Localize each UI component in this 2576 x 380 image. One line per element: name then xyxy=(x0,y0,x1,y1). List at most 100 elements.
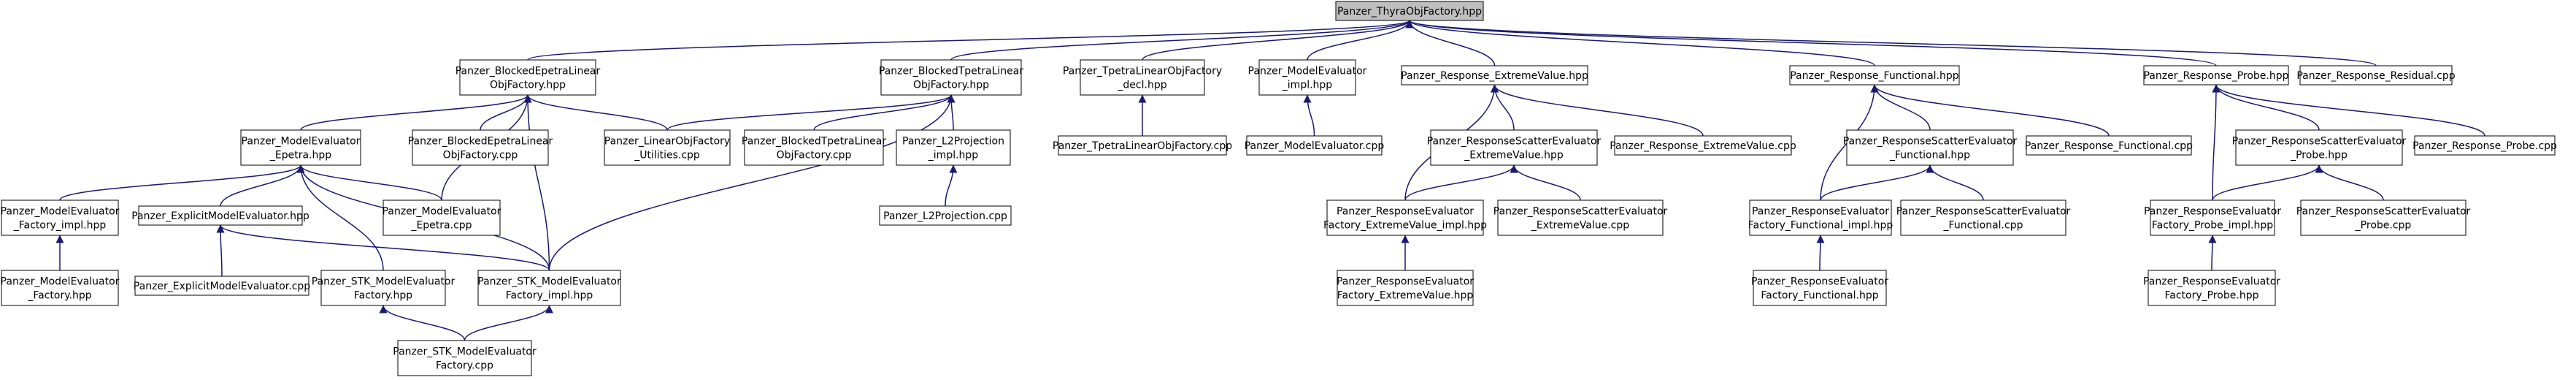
node-panzer-responsescatterevaluator-extremevalue-hpp[interactable]: Panzer_ResponseScatterEvaluator_ExtremeV… xyxy=(1427,129,1602,166)
node-panzer-thyraobjfactory-hpp[interactable]: Panzer_ThyraObjFactory.hpp xyxy=(1335,1,1484,21)
node-panzer-response-residual-cpp[interactable]: Panzer_Response_Residual.cpp xyxy=(2296,65,2456,86)
node-panzer-responsescatterevaluator-probe-hpp[interactable]: Panzer_ResponseScatterEvaluator_Probe.hp… xyxy=(2232,129,2407,166)
node-box xyxy=(2143,65,2289,86)
node-panzer-responseevaluatorfactory-extremevalue-hpp[interactable]: Panzer_ResponseEvaluatorFactory_ExtremeV… xyxy=(1337,270,1474,306)
edge-n16-to-n5 xyxy=(1491,84,1515,131)
node-panzer-responsescatterevaluator-probe-cpp[interactable]: Panzer_ResponseScatterEvaluator_Probe.cp… xyxy=(2296,200,2471,236)
edge-n11-to-n1 xyxy=(523,94,668,131)
edge-n9-to-n1 xyxy=(300,94,532,131)
node-label: Factory_Functional_impl.hpp xyxy=(1748,220,1893,232)
node-box xyxy=(1337,270,1474,306)
node-panzer-responseevaluatorfactory-probe-impl-hpp[interactable]: Panzer_ResponseEvaluatorFactory_Probe_im… xyxy=(2144,200,2281,236)
node-label: Panzer_ResponseEvaluator xyxy=(1337,206,1474,218)
node-box xyxy=(1401,65,1588,86)
edge-n17-to-n5 xyxy=(1491,84,1704,137)
node-box xyxy=(1900,200,2066,236)
edge-n1-to-n0 xyxy=(527,20,1413,61)
node-panzer-explicitmodelevaluator-cpp[interactable]: Panzer_ExplicitModelEvaluator.cpp xyxy=(134,276,311,296)
edge-n30-to-n7 xyxy=(2212,84,2221,201)
node-label: Panzer_BlockedEpetraLinear xyxy=(455,66,601,77)
edge-n39-to-n34 xyxy=(379,305,466,341)
edges-layer xyxy=(55,20,2485,341)
node-panzer-responseevaluatorfactory-functional-hpp[interactable]: Panzer_ResponseEvaluatorFactory_Function… xyxy=(1751,270,1888,306)
node-label: Factory_ExtremeValue.hpp xyxy=(1337,290,1474,302)
node-panzer-response-extremevalue-cpp[interactable]: Panzer_Response_ExtremeValue.cpp xyxy=(1610,135,1796,156)
node-label: Panzer_ResponseScatterEvaluator xyxy=(1843,136,2018,148)
node-box xyxy=(240,129,361,166)
edge-n29-to-n18 xyxy=(1926,164,1984,201)
node-panzer-response-functional-cpp[interactable]: Panzer_Response_Functional.cpp xyxy=(2025,135,2193,156)
edge-n27-to-n16 xyxy=(1510,164,1581,201)
node-label: Panzer_TpetraLinearObjFactory.cpp xyxy=(1053,140,1232,152)
node-panzer-response-probe-hpp[interactable]: Panzer_Response_Probe.hpp xyxy=(2143,65,2289,86)
node-box xyxy=(1749,200,1892,236)
node-panzer-linearobjfactory-utilities-cpp[interactable]: Panzer_LinearObjFactory_Utilities.cpp xyxy=(604,129,731,166)
node-panzer-tpetralinearobjfactory-decl-hpp[interactable]: Panzer_TpetraLinearObjFactory_decl.hpp xyxy=(1063,59,1222,96)
nodes-layer: Panzer_ThyraObjFactory.hppPanzer_Blocked… xyxy=(1,1,2557,376)
edge-n21-to-n7 xyxy=(2212,84,2485,137)
node-box xyxy=(2414,135,2556,156)
node-label: Panzer_Response_Probe.hpp xyxy=(2143,70,2288,82)
node-panzer-l2projection-impl-hpp[interactable]: Panzer_L2Projection_impl.hpp xyxy=(896,129,1011,166)
node-label: ObjFactory.cpp xyxy=(443,150,518,162)
node-box xyxy=(1246,135,1383,156)
node-box xyxy=(1058,135,1227,156)
node-panzer-response-functional-hpp[interactable]: Panzer_Response_Functional.hpp xyxy=(1789,65,1960,86)
node-label: Panzer_ResponseEvaluator xyxy=(1337,276,1474,288)
node-label: Panzer_ModelEvaluator xyxy=(242,136,361,148)
node-box xyxy=(1846,129,2014,166)
edge-n7-to-n0 xyxy=(1405,20,2217,66)
node-label: Panzer_STK_ModelEvaluator xyxy=(312,276,455,288)
node-panzer-explicitmodelevaluator-hpp[interactable]: Panzer_ExplicitModelEvaluator.hpp xyxy=(131,205,309,226)
node-label: _ExtremeValue.hpp xyxy=(1464,150,1564,162)
node-panzer-responsescatterevaluator-functional-cpp[interactable]: Panzer_ResponseScatterEvaluator_Function… xyxy=(1896,200,2071,236)
node-panzer-l2projection-cpp[interactable]: Panzer_L2Projection.cpp xyxy=(879,205,1012,226)
node-label: _ExtremeValue.cpp xyxy=(1531,220,1629,232)
node-box xyxy=(2148,270,2276,306)
node-panzer-responseevaluatorfactory-extremevalue-impl-hpp[interactable]: Panzer_ResponseEvaluatorFactory_ExtremeV… xyxy=(1323,200,1487,236)
edge-n35-to-n1 xyxy=(523,94,550,271)
node-label: Factory_Functional.hpp xyxy=(1761,290,1878,302)
node-box xyxy=(744,129,884,166)
node-panzer-modelevaluator-epetra-cpp[interactable]: Panzer_ModelEvaluator_Epetra.cpp xyxy=(382,200,501,236)
node-panzer-modelevaluator-impl-hpp[interactable]: Panzer_ModelEvaluator _impl.hpp xyxy=(1248,59,1367,96)
node-panzer-responsescatterevaluator-extremevalue-cpp[interactable]: Panzer_ResponseScatterEvaluator _ExtremeV… xyxy=(1493,200,1668,236)
edge-n11-to-n2 xyxy=(666,94,956,131)
node-panzer-responsescatterevaluator-functional-hpp[interactable]: Panzer_ResponseScatterEvaluator_Function… xyxy=(1843,129,2018,166)
node-panzer-modelevaluator-epetra-hpp[interactable]: Panzer_ModelEvaluator_Epetra.hpp xyxy=(240,129,361,166)
node-label: _impl.hpp xyxy=(1282,80,1333,91)
edge-n6-to-n0 xyxy=(1405,20,1875,66)
node-panzer-modelevaluator-factory-impl-hpp[interactable]: Panzer_ModelEvaluator _Factory_impl.hpp xyxy=(1,200,120,236)
node-panzer-response-extremevalue-hpp[interactable]: Panzer_Response_ExtremeValue.hpp xyxy=(1401,65,1588,86)
node-panzer-response-probe-cpp[interactable]: Panzer_Response_Probe.cpp xyxy=(2412,135,2557,156)
edge-n35-to-n2 xyxy=(548,94,956,271)
node-label: Panzer_ResponseScatterEvaluator xyxy=(2232,136,2407,148)
node-panzer-responseevaluatorfactory-functional-impl-hpp[interactable]: Panzer_ResponseEvaluatorFactory_Function… xyxy=(1748,200,1893,236)
node-panzer-modelevaluator-factory-hpp[interactable]: Panzer_ModelEvaluator_Factory.hpp xyxy=(1,270,120,306)
node-label: _Epetra.cpp xyxy=(410,220,472,232)
node-label: Panzer_ModelEvaluator xyxy=(1,206,120,218)
node-panzer-modelevaluator-cpp[interactable]: Panzer_ModelEvaluator.cpp xyxy=(1245,135,1385,156)
node-panzer-responseevaluatorfactory-probe-hpp[interactable]: Panzer_ResponseEvaluatorFactory_Probe.hp… xyxy=(2143,270,2280,306)
node-box xyxy=(879,205,1012,226)
node-label: Panzer_ResponseScatterEvaluator xyxy=(1493,206,1668,218)
node-label: Panzer_ResponseEvaluator xyxy=(1752,206,1889,218)
node-label: _Functional.cpp xyxy=(1943,220,2023,232)
node-label: Panzer_ResponseEvaluator xyxy=(2144,206,2281,218)
node-box xyxy=(138,205,303,226)
node-box xyxy=(477,270,621,306)
node-label: _Factory_impl.hpp xyxy=(13,220,107,232)
node-label: Panzer_ModelEvaluator xyxy=(1248,66,1367,77)
node-panzer-tpetralinearobjfactory-cpp[interactable]: Panzer_TpetraLinearObjFactory.cpp xyxy=(1053,135,1232,156)
node-label: Panzer_BlockedTpetraLinear xyxy=(742,136,886,148)
node-panzer-stk-modelevaluatorfactory-impl-hpp[interactable]: Panzer_STK_ModelEvaluatorFactory_impl.hp… xyxy=(477,270,621,306)
node-label: Panzer_ExplicitModelEvaluator.cpp xyxy=(134,281,311,292)
node-box xyxy=(1335,1,1484,21)
